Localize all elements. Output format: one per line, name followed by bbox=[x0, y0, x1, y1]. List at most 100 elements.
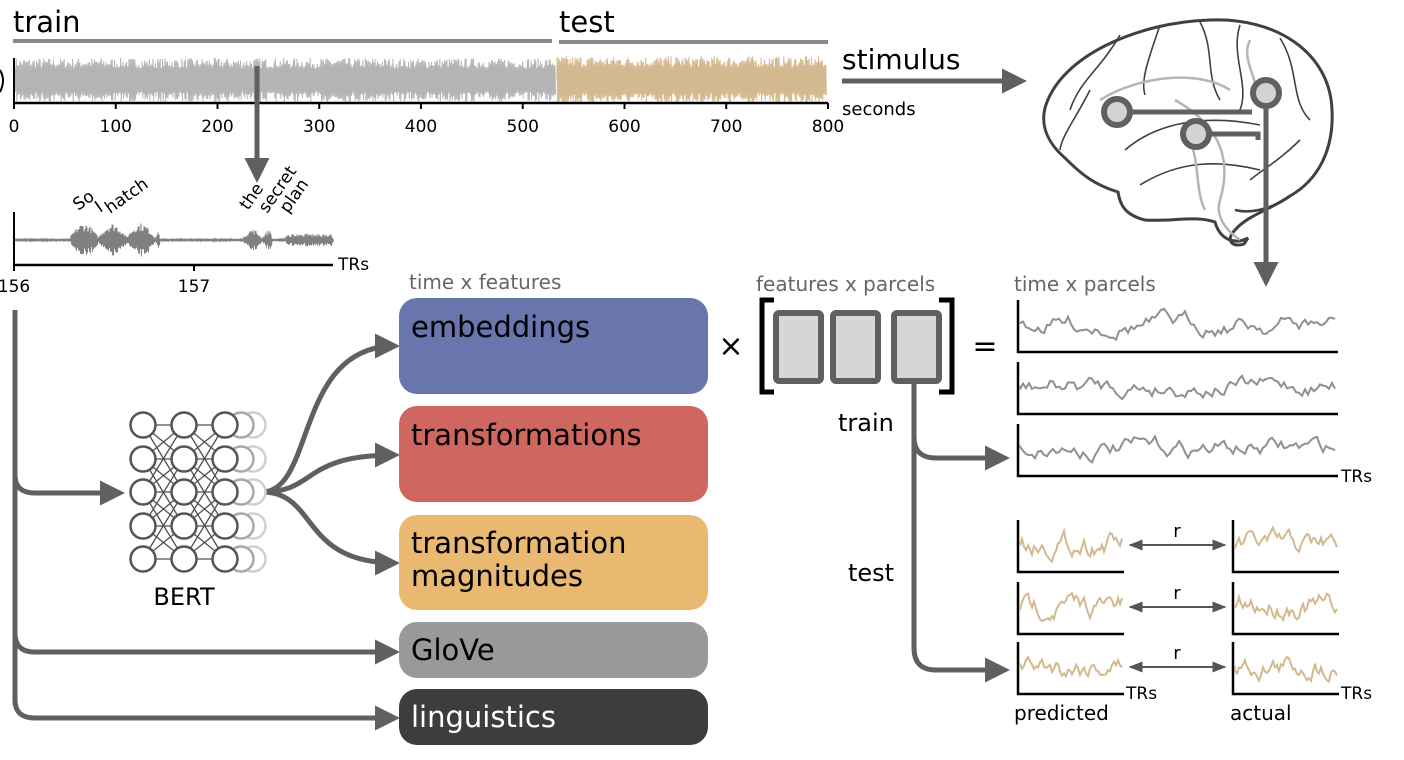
flow-to-linguistics-arrow bbox=[12, 633, 400, 731]
weight-matrix: features x parcels × = train test bbox=[718, 272, 1010, 683]
network-node bbox=[129, 445, 157, 473]
correlation-label: r bbox=[1173, 643, 1181, 664]
test-stimulus-waveform bbox=[556, 55, 827, 105]
parcel-plot-axes bbox=[1016, 362, 1338, 416]
brain-sulcus bbox=[1236, 24, 1244, 111]
feature-box-label: embeddings bbox=[411, 310, 591, 344]
parcel-timeseries-panel: time x parcels TRs bbox=[1014, 272, 1372, 487]
predicted-plot-line bbox=[1019, 591, 1123, 623]
parcel-node bbox=[1250, 77, 1282, 109]
brain-inner-structure bbox=[1174, 98, 1241, 242]
flow-to-transformations-arrow bbox=[261, 442, 400, 495]
test-branch-arrow bbox=[911, 437, 1010, 683]
brain-sulcus bbox=[1139, 162, 1261, 186]
parcel-plot-axes bbox=[1016, 300, 1338, 354]
parcels-axis-label: TRs bbox=[1340, 467, 1372, 487]
network-node bbox=[211, 411, 239, 439]
network-node bbox=[129, 512, 157, 540]
flow-to-bert-arrow bbox=[12, 310, 125, 506]
predicted-plot-axes bbox=[1016, 582, 1124, 636]
feature-box-label: linguistics bbox=[411, 700, 556, 734]
predicted-plot-axes bbox=[1016, 642, 1124, 696]
parcel-timeseries-line bbox=[1019, 373, 1336, 401]
correlation-label: r bbox=[1173, 583, 1181, 604]
feature-box-label: transformation bbox=[411, 526, 627, 560]
test-segment-label: test bbox=[559, 5, 615, 39]
panel-marker-fragment bbox=[0, 69, 4, 93]
parcels-header: time x parcels bbox=[1014, 272, 1156, 296]
parcel-plot-axes bbox=[1016, 424, 1338, 478]
flow-to-embeddings-arrow bbox=[261, 333, 400, 495]
actual-plot-line bbox=[1234, 655, 1338, 684]
equals-symbol: = bbox=[972, 329, 997, 364]
audio-tick-label: 157 bbox=[178, 277, 210, 297]
correlation-label: r bbox=[1173, 521, 1181, 542]
network-node bbox=[129, 411, 157, 439]
brain-illustration bbox=[1042, 18, 1334, 287]
brain-sulcus bbox=[1059, 89, 1091, 151]
actual-plot-line bbox=[1234, 525, 1338, 554]
bert-network-icon: BERT bbox=[129, 411, 267, 611]
timeline-tick-label: 200 bbox=[201, 117, 233, 137]
train-phase-label: train bbox=[838, 409, 894, 437]
stimulus-label: stimulus bbox=[842, 43, 960, 76]
brain-inner-structure bbox=[1099, 76, 1231, 102]
evaluation-panel: rrr TRs TRs predicted actual bbox=[1014, 520, 1372, 725]
network-node bbox=[129, 545, 157, 573]
audio-zoom-panel: So I hatch the secret plan 156 157 TRs bbox=[0, 162, 369, 297]
feature-box-linguistics: linguistics bbox=[399, 689, 708, 745]
brain-sulcus bbox=[1199, 21, 1221, 101]
bert-label: BERT bbox=[153, 583, 215, 611]
brain-sulcus bbox=[1069, 34, 1121, 111]
parcel-connector bbox=[1196, 131, 1261, 140]
flow-to-glove-arrow bbox=[12, 475, 400, 665]
feature-box-label: magnitudes bbox=[411, 559, 583, 593]
predicted-plot-axes bbox=[1016, 520, 1124, 574]
weights-header: features x parcels bbox=[756, 272, 935, 296]
parcel-timeseries-line bbox=[1019, 433, 1336, 464]
timeline-tick-label: 0 bbox=[9, 117, 20, 137]
timeline-tick-label: 500 bbox=[507, 117, 539, 137]
feature-box-transformations: transformations bbox=[399, 406, 708, 502]
brain-sulcus bbox=[1279, 37, 1311, 121]
timeline-tick-label: 700 bbox=[710, 117, 742, 137]
timeline-tick-label: 600 bbox=[608, 117, 640, 137]
timeline-tick-label: 400 bbox=[405, 117, 437, 137]
actual-plot-axes bbox=[1231, 582, 1339, 636]
parcel-timeseries-line bbox=[1019, 307, 1336, 342]
feature-box-label: GloVe bbox=[411, 633, 495, 667]
feature-box-glove: GloVe bbox=[399, 622, 708, 678]
train-segment-label: train bbox=[13, 5, 81, 39]
times-symbol: × bbox=[718, 329, 743, 364]
audio-tick-label: 156 bbox=[0, 277, 30, 297]
actual-plot-axes bbox=[1231, 642, 1339, 696]
weight-column bbox=[830, 310, 881, 384]
parcel-node bbox=[1180, 118, 1212, 150]
timeline-unit-label: seconds bbox=[842, 99, 916, 120]
network-node bbox=[170, 445, 198, 473]
network-node bbox=[170, 512, 198, 540]
parcel-node bbox=[1101, 96, 1133, 128]
timeline-tick-label: 800 bbox=[812, 117, 844, 137]
feature-flow-arrows bbox=[12, 310, 400, 731]
audio-waveform bbox=[13, 223, 334, 257]
train-branch-arrow bbox=[911, 382, 1010, 471]
timeline-tick-label: 300 bbox=[303, 117, 335, 137]
network-node bbox=[170, 478, 198, 506]
test-phase-label: test bbox=[848, 559, 894, 587]
brain-sulcus bbox=[1142, 24, 1161, 96]
actual-label: actual bbox=[1230, 701, 1292, 725]
network-node bbox=[170, 545, 198, 573]
transcript-word: hatch bbox=[101, 174, 152, 218]
network-node bbox=[211, 478, 239, 506]
actual-axis-label: TRs bbox=[1340, 684, 1372, 704]
network-node bbox=[211, 512, 239, 540]
network-node bbox=[211, 545, 239, 573]
network-node bbox=[129, 478, 157, 506]
network-node bbox=[211, 445, 239, 473]
brain-sulcus bbox=[1249, 139, 1301, 181]
matrix-right-bracket bbox=[939, 297, 955, 395]
weight-column bbox=[891, 310, 942, 384]
